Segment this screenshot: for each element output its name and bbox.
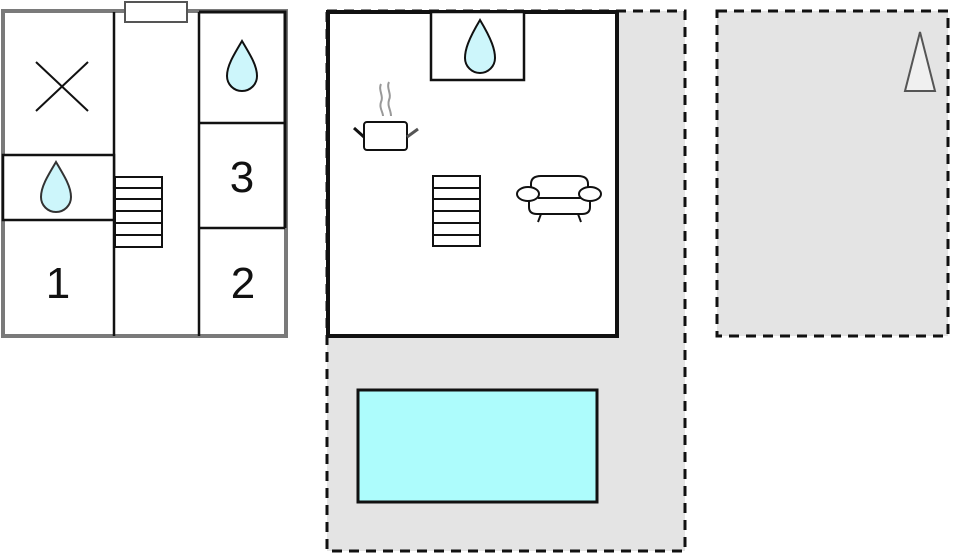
bathroom-drop-icon: [225, 39, 259, 92]
sofa-icon: [516, 175, 602, 223]
room-label-2: 2: [231, 259, 255, 308]
bathroom-drop-icon: [39, 160, 73, 213]
room-label-1: 1: [46, 259, 70, 308]
stairs-icon: [114, 176, 163, 248]
bathroom-drop-icon: [463, 18, 497, 74]
stairs-icon: [432, 175, 481, 247]
pool: [356, 388, 599, 504]
tree-icon: [903, 31, 937, 92]
garden-area: [715, 9, 950, 338]
window-icon: [124, 1, 188, 23]
room-label-3: 3: [230, 153, 254, 202]
closed-area-x-icon: [35, 61, 89, 112]
upper-floor: 3 2 1: [1, 1, 288, 338]
ground-floor: [326, 10, 619, 338]
kitchen-pot-icon: [352, 81, 419, 151]
